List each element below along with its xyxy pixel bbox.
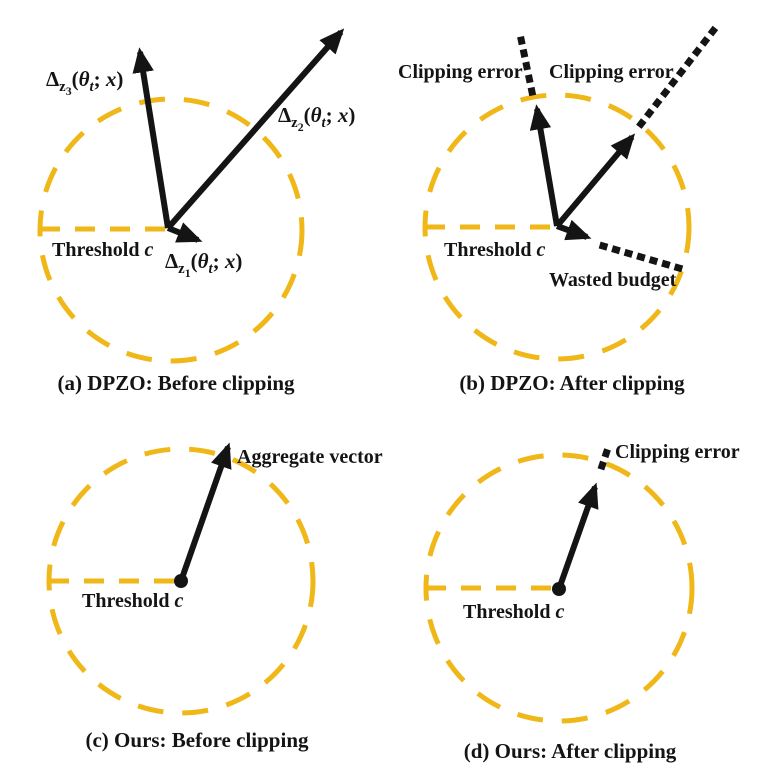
aggregate-vector-label: Aggregate vector (237, 446, 383, 468)
clipped-vector-upright-arrow (554, 133, 636, 228)
panel-d: Clipping error Threshold c (d) Ours: Aft… (382, 400, 765, 777)
panel-c-canvas (46, 442, 316, 716)
threshold-label: Threshold c (52, 239, 154, 261)
clipping-error-dotted-right (636, 17, 725, 129)
clipping-error-dotted (597, 437, 615, 471)
panel-a-canvas (37, 28, 345, 364)
clipped-vector-up-arrow (529, 104, 560, 227)
panel-c: Aggregate vector Threshold c (c) Ours: B… (0, 400, 383, 777)
wasted-budget-label: Wasted budget (549, 269, 677, 291)
wasted-budget-dotted (598, 241, 684, 273)
clipping-error-left-label: Clipping error (398, 61, 523, 83)
panel-d-canvas (423, 437, 695, 724)
vector-z3-arrow (132, 47, 171, 229)
panel-a-caption: (a) DPZO: Before clipping (57, 371, 295, 395)
clipping-error-label: Clipping error (615, 441, 740, 463)
vector-z1-label: Δz1(θt; x) (165, 249, 243, 281)
panel-a: Δz3(θt; x) Δz2(θt; x) Δz1(θt; x) Thresho… (0, 0, 382, 400)
panel-c-caption: (c) Ours: Before clipping (85, 728, 309, 752)
vector-z2-arrow (165, 28, 345, 230)
clipping-error-dotted-left (515, 29, 537, 97)
aggregate-vector-arrow (178, 442, 232, 582)
panel-b-caption: (b) DPZO: After clipping (459, 371, 685, 395)
panel-d-caption: (d) Ours: After clipping (463, 739, 677, 763)
clipped-aggregate-vector-arrow (556, 482, 599, 590)
vector-z2-label: Δz2(θt; x) (278, 103, 356, 135)
clipped-vector-downright-arrow (555, 219, 592, 241)
vector-z3-label: Δz3(θt; x) (46, 67, 124, 99)
clipping-error-right-label: Clipping error (549, 61, 674, 83)
threshold-label: Threshold c (463, 601, 565, 623)
panel-b-canvas (422, 17, 725, 362)
threshold-label: Threshold c (444, 239, 546, 261)
vector-z1-arrow (166, 222, 203, 243)
threshold-label: Threshold c (82, 590, 184, 612)
panel-b: Clipping error Clipping error Threshold … (382, 0, 765, 400)
